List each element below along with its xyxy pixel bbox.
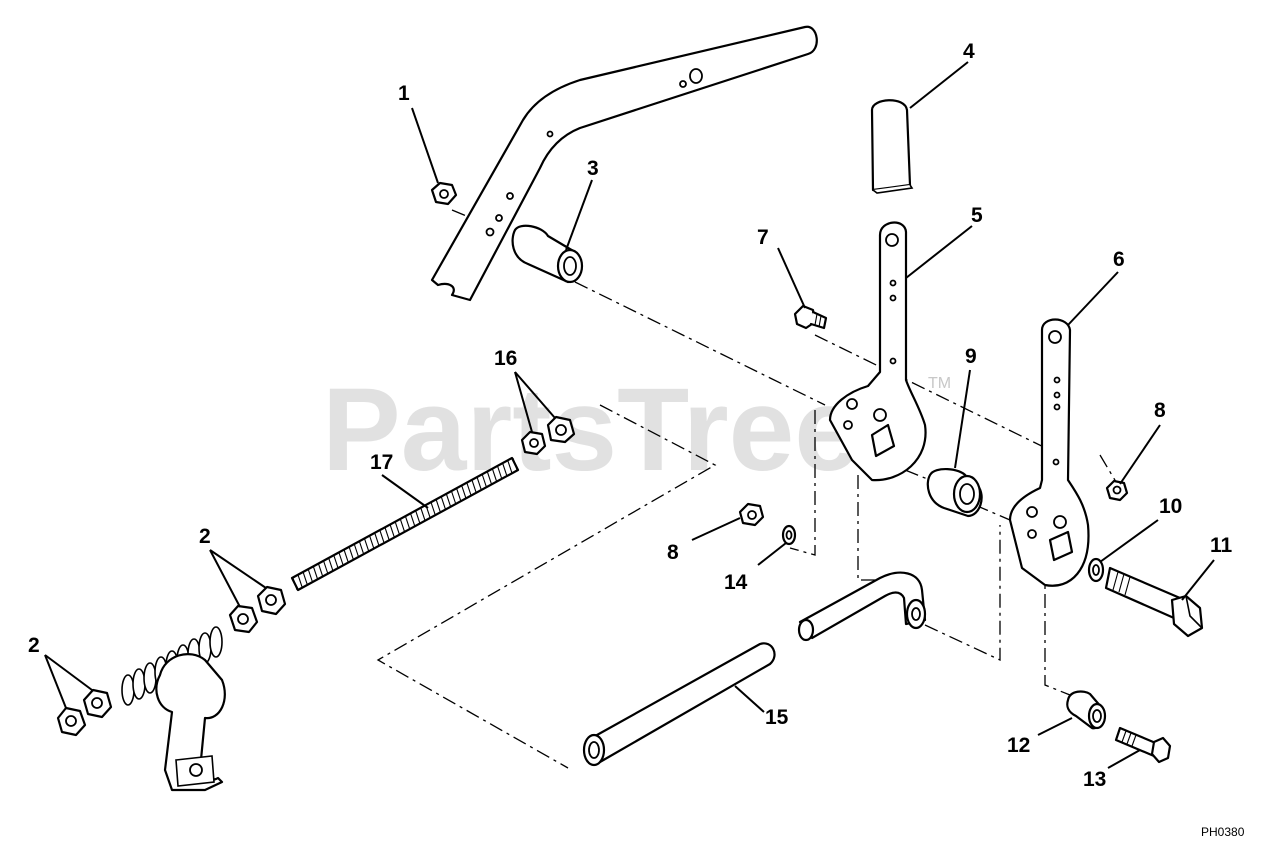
bent-rod bbox=[797, 571, 927, 642]
assembly-lines bbox=[376, 209, 1123, 769]
callout-9: 9 bbox=[965, 345, 977, 368]
leader-lines bbox=[44, 61, 1215, 769]
callouts: 1 2 2 3 4 5 6 7 8 8 9 10 11 12 13 14 15 … bbox=[28, 40, 1233, 791]
part-4-pad bbox=[870, 99, 914, 194]
callout-10: 10 bbox=[1159, 495, 1182, 518]
callout-6: 6 bbox=[1113, 248, 1125, 271]
callout-4: 4 bbox=[963, 40, 975, 63]
callout-14: 14 bbox=[724, 571, 748, 594]
spring-trunnion bbox=[121, 626, 226, 792]
callout-1: 1 bbox=[398, 82, 410, 105]
part-2-nuts-left bbox=[56, 688, 113, 737]
callout-11: 11 bbox=[1210, 534, 1233, 557]
callout-3: 3 bbox=[587, 157, 599, 180]
callout-15: 15 bbox=[765, 706, 789, 729]
callout-7: 7 bbox=[757, 226, 769, 249]
part-14-washer bbox=[781, 524, 797, 546]
part-13-bolt bbox=[1114, 726, 1172, 764]
callout-16: 16 bbox=[494, 347, 517, 370]
part-5-bracket bbox=[828, 221, 927, 482]
callout-13: 13 bbox=[1083, 768, 1106, 791]
handle-lever bbox=[430, 25, 818, 302]
part-3-bushing bbox=[511, 224, 584, 284]
callout-12: 12 bbox=[1007, 734, 1030, 757]
callout-17: 17 bbox=[370, 451, 393, 474]
part-9-spacer bbox=[926, 468, 983, 518]
watermark-trademark: TM bbox=[928, 375, 951, 392]
part-11-bolt bbox=[1104, 566, 1204, 638]
part-12-spacer bbox=[1066, 690, 1107, 730]
watermark: PartsTree TM bbox=[322, 364, 951, 496]
part-2-nuts-middle bbox=[228, 585, 287, 634]
part-15-tube bbox=[582, 642, 776, 767]
part-8-nut-left bbox=[738, 502, 765, 527]
watermark-brand: PartsTree bbox=[322, 364, 860, 496]
part-1-nut bbox=[430, 181, 458, 206]
part-6-bracket bbox=[1008, 318, 1090, 587]
part-7-bolt bbox=[793, 304, 828, 330]
drawing-code: PH0380 bbox=[1201, 825, 1245, 839]
part-8-nut-right bbox=[1105, 479, 1129, 502]
part-16-nuts bbox=[520, 415, 576, 456]
callout-8-right: 8 bbox=[1154, 399, 1166, 422]
callout-5: 5 bbox=[971, 204, 983, 227]
callout-2-middle: 2 bbox=[199, 525, 211, 548]
callout-2-left: 2 bbox=[28, 634, 40, 657]
part-10-washer bbox=[1087, 557, 1105, 583]
callout-8-left: 8 bbox=[667, 541, 679, 564]
